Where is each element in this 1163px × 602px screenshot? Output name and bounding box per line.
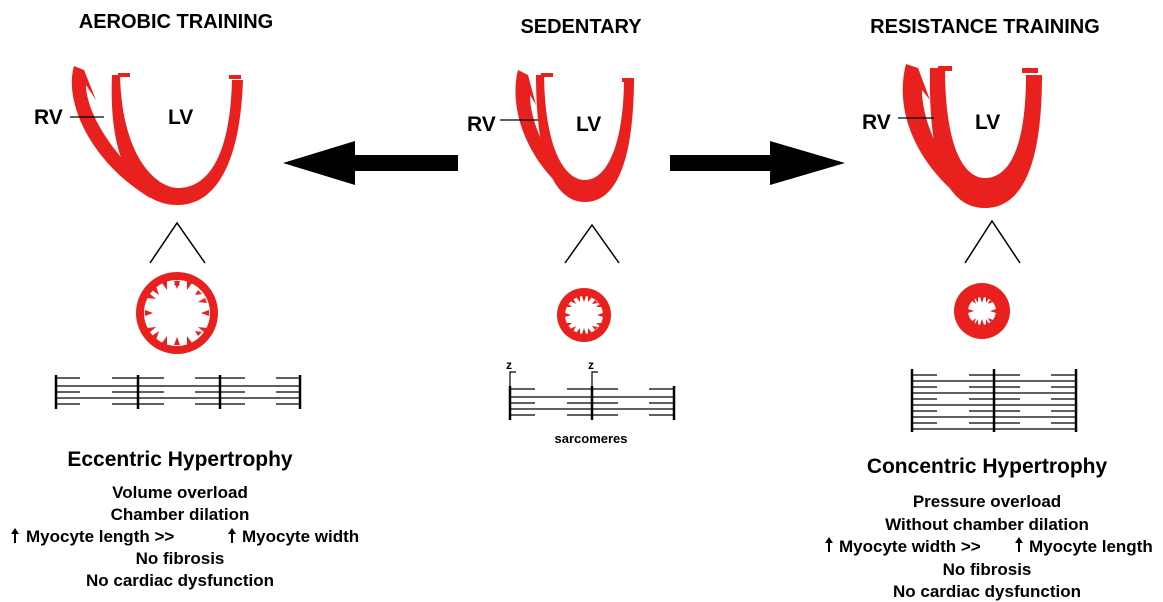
sedentary-lv-wall <box>536 75 634 202</box>
resistance-up-arrow-2 <box>1014 536 1024 553</box>
aerobic-line-2: Chamber dilation <box>111 505 250 524</box>
resistance-line-2: Without chamber dilation <box>885 515 1089 534</box>
right-arrow <box>670 141 845 185</box>
aerobic-lv-cap-right <box>229 75 241 79</box>
resistance-heart: RV LV <box>862 64 1042 208</box>
resistance-rv-wall <box>902 64 976 205</box>
resistance-up-arrow-1 <box>824 536 834 553</box>
aerobic-line-4: Myocyte width <box>242 527 359 546</box>
resistance-title: RESISTANCE TRAINING <box>870 16 1100 38</box>
aerobic-line-3: Myocyte length >> <box>26 527 174 546</box>
sedentary-sarcomeres <box>508 371 676 420</box>
aerobic-sarcomeres <box>54 375 302 409</box>
z-line-label-2: z <box>588 358 594 372</box>
sarcomeres-label: sarcomeres <box>555 431 628 446</box>
resistance-hypertrophy-heading: Concentric Hypertrophy <box>867 455 1108 478</box>
resistance-lv-wall <box>929 68 1042 208</box>
aerobic-rv-wall <box>71 66 156 198</box>
resistance-line-5: No fibrosis <box>943 560 1032 579</box>
left-arrow <box>283 141 458 185</box>
sedentary-myocyte-cross-section <box>557 288 611 342</box>
aerobic-zoom-lines <box>149 221 206 264</box>
sedentary-lv-cap-right <box>622 78 634 82</box>
resistance-line-6: No cardiac dysfunction <box>893 582 1081 601</box>
resistance-sarcomeres <box>910 369 1078 432</box>
z-line-label-1: z <box>506 358 512 372</box>
aerobic-title: AEROBIC TRAINING <box>79 11 273 33</box>
sedentary-lv-label: LV <box>576 113 601 136</box>
aerobic-lv-cap-left <box>118 73 130 77</box>
resistance-line-3: Myocyte width >> <box>839 537 981 556</box>
resistance-line-4: Myocyte length <box>1029 537 1153 556</box>
aerobic-line-6: No cardiac dysfunction <box>86 571 274 590</box>
sedentary-rv-label: RV <box>467 113 496 136</box>
aerobic-myocyte-cross-section <box>136 272 218 354</box>
resistance-line-1: Pressure overload <box>913 492 1061 511</box>
sedentary-rv-wall <box>515 70 580 198</box>
resistance-lv-cap-right <box>1022 68 1038 73</box>
aerobic-line-1: Volume overload <box>112 483 248 502</box>
aerobic-line-5: No fibrosis <box>136 549 225 568</box>
aerobic-heart: RV LV <box>34 66 243 205</box>
resistance-zoom-lines <box>964 219 1021 264</box>
resistance-myocyte-cross-section <box>954 283 1010 339</box>
aerobic-up-arrow-1 <box>10 527 20 544</box>
resistance-lv-cap-left <box>938 66 952 71</box>
resistance-rv-label: RV <box>862 111 891 134</box>
aerobic-up-arrow-2 <box>227 527 237 544</box>
sedentary-zoom-lines <box>564 223 620 264</box>
sedentary-title: SEDENTARY <box>520 16 642 38</box>
aerobic-lv-wall <box>111 75 243 205</box>
aerobic-rv-label: RV <box>34 106 63 129</box>
aerobic-lv-label: LV <box>168 106 193 129</box>
resistance-lv-label: LV <box>975 111 1000 134</box>
aerobic-hypertrophy-heading: Eccentric Hypertrophy <box>67 448 293 471</box>
sedentary-lv-cap-left <box>541 73 553 77</box>
sedentary-heart: RV LV <box>467 70 634 202</box>
